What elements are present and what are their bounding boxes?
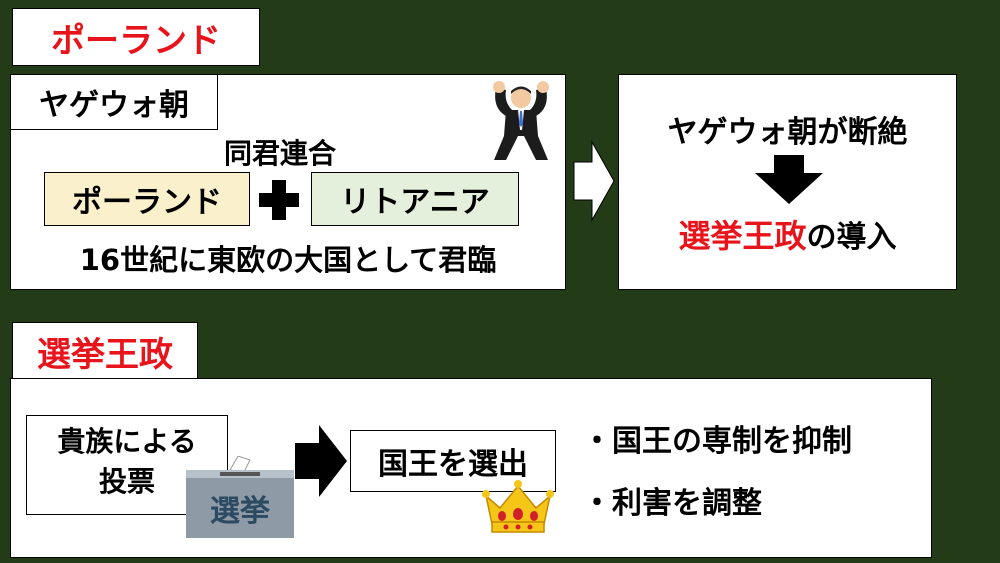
result-line-2: 選挙王政の導入 (618, 210, 957, 258)
elective-monarchy-highlight: 選挙王政 (678, 217, 807, 255)
effect-item-limit-despotism: ・国王の専制を抑制 (582, 424, 852, 459)
poland-section-title: ポーランド (12, 8, 260, 66)
introduction-text: の導入 (806, 220, 897, 255)
strongman-icon (482, 80, 560, 162)
noble-vote-line-1: 貴族による (57, 425, 197, 458)
down-arrow-icon (753, 155, 825, 205)
elective-monarchy-section-title: 選挙王政 (12, 322, 198, 380)
effect-item-adjust-interests: ・利害を調整 (582, 486, 762, 521)
result-line-1: ヤゲウォ朝が断絶 (667, 115, 908, 150)
country-lithuania-box: リトアニア (311, 172, 519, 226)
plus-icon (256, 177, 302, 223)
select-king-box: 国王を選出 (350, 430, 556, 492)
union-label: 同君連合 (223, 137, 336, 170)
ballot-box-label: 選挙 (210, 494, 270, 529)
dynasty-label: ヤゲウォ朝 (10, 74, 218, 130)
ballot-box-icon: 選挙 (186, 456, 294, 538)
country-poland-box: ポーランド (44, 172, 250, 226)
crown-icon (480, 478, 556, 534)
right-arrow-icon (295, 425, 347, 497)
right-arrow-icon (572, 140, 616, 222)
summary-text: 16世紀に東欧の大国として君臨 (79, 243, 497, 277)
noble-vote-line-2: 投票 (98, 465, 155, 498)
